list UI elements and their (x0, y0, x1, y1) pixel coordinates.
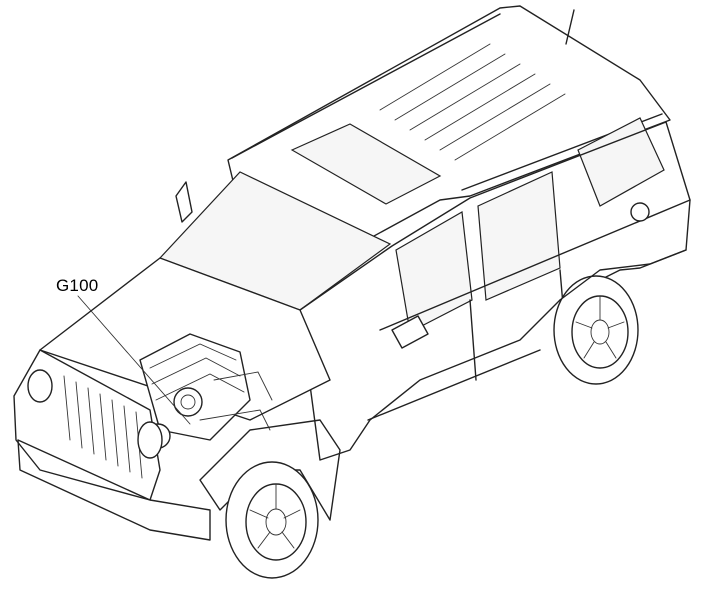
side-mirror (391, 315, 429, 349)
left-mirror (175, 181, 193, 223)
engine-assembly (139, 333, 273, 449)
front-side-window (395, 211, 473, 333)
door-line-front (469, 299, 477, 381)
rear-fender (559, 249, 687, 301)
front-bumper (17, 439, 211, 541)
g100-leader-line (77, 295, 191, 425)
headlight-right (137, 421, 163, 459)
lower-trim (367, 349, 541, 421)
rear-wheel (553, 275, 639, 385)
headlight-left (27, 369, 53, 403)
beltline (379, 199, 691, 331)
sunroof (290, 123, 442, 205)
front-wheel (225, 461, 319, 579)
roof-rail-left (231, 13, 501, 159)
g100-callout-label: G100 (56, 276, 99, 295)
rear-side-window (477, 171, 561, 301)
quarter-window (577, 117, 665, 207)
antenna (565, 9, 575, 45)
roof-bars (379, 43, 566, 161)
fuel-door (630, 202, 650, 222)
